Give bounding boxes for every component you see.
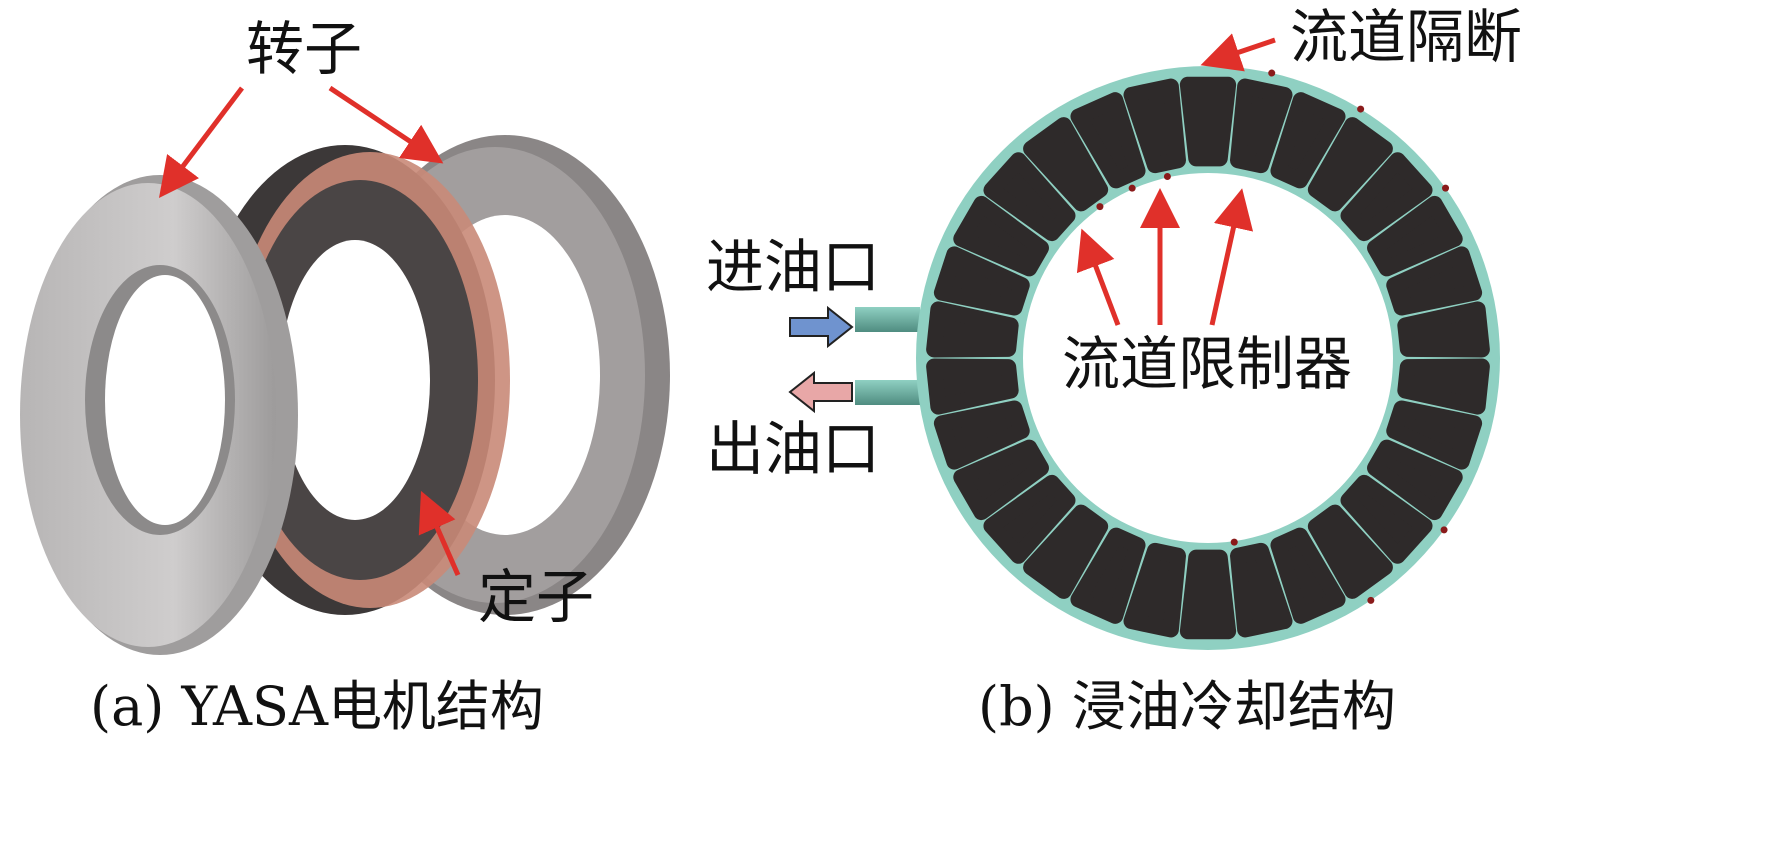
stator-slot — [1070, 92, 1146, 189]
stator-slot — [1386, 246, 1483, 316]
stator-slot — [1123, 78, 1186, 174]
caption-a: (a) YASA电机结构 — [90, 675, 544, 738]
stator-slot — [953, 439, 1049, 521]
inlet-pipe — [855, 307, 920, 332]
channel-limiter-mark — [1096, 203, 1104, 211]
oil-outlet-label: 出油口 — [706, 415, 881, 483]
rotor-arrow-left — [158, 86, 244, 198]
stator-label: 定子 — [478, 563, 595, 631]
stator-slot — [1023, 117, 1109, 212]
stator-slot — [1070, 527, 1146, 624]
stator-slot — [1307, 117, 1393, 212]
stator-slot — [983, 152, 1076, 242]
channel-limiter-mark — [1357, 105, 1365, 113]
stator-slot — [933, 246, 1030, 316]
channel-limiter-mark — [1440, 526, 1448, 534]
stator-slots — [926, 76, 1490, 640]
stator-slot — [1230, 542, 1293, 638]
oil-inlet-label: 进油口 — [706, 233, 881, 301]
stator-slot — [1367, 195, 1463, 277]
barrier-arrow — [1200, 33, 1276, 72]
limiter-arrow-right — [1209, 188, 1254, 326]
rotor-arrow-right — [328, 85, 444, 164]
stator-slot — [1367, 439, 1463, 521]
stator-slot — [1307, 504, 1393, 599]
stator-slot — [1270, 92, 1346, 189]
yasa-motor-illustration — [20, 85, 670, 655]
stator-slot — [1386, 400, 1483, 470]
channel-limiter-mark — [1442, 184, 1450, 192]
outlet-arrow-icon — [788, 370, 853, 414]
stator-arrow — [418, 490, 461, 577]
channel-limiter-mark — [1230, 538, 1238, 546]
stator-slot — [1397, 301, 1490, 358]
stator-slot — [983, 474, 1076, 564]
limiter-arrow-left — [1076, 228, 1121, 326]
channel-limiter-mark — [1163, 172, 1171, 180]
ring-inner-hole — [1023, 173, 1393, 543]
stator-slot — [953, 195, 1049, 277]
caption-b: (b) 浸油冷却结构 — [978, 675, 1396, 738]
stator-slot — [1023, 504, 1109, 599]
stator-slot — [933, 400, 1030, 470]
channel-limiter-mark — [1128, 184, 1136, 192]
inlet-arrow-icon — [789, 305, 854, 349]
stator-slot — [1123, 542, 1186, 638]
stator-slot — [1179, 549, 1237, 640]
channel-limiter-label: 流道限制器 — [1062, 330, 1353, 398]
stator-slot — [1397, 358, 1490, 415]
channel-barrier-label: 流道隔断 — [1290, 3, 1523, 71]
stator-slot — [1340, 152, 1433, 242]
stator-slot — [1230, 78, 1293, 174]
channel-limiter-marks — [1096, 69, 1450, 604]
stator-slot — [1340, 474, 1433, 564]
outlet-pipe — [855, 380, 920, 405]
stator-slot — [926, 301, 1019, 358]
channel-limiter-mark — [1268, 69, 1276, 77]
stator-slot — [926, 358, 1019, 415]
stator-slot — [1179, 76, 1237, 167]
front-rotor-disc — [20, 175, 298, 655]
oil-cooling-illustration — [788, 33, 1500, 650]
channel-limiter-mark — [1367, 596, 1375, 604]
rotor-label: 转子 — [246, 15, 363, 83]
stator-slot — [1270, 527, 1346, 624]
